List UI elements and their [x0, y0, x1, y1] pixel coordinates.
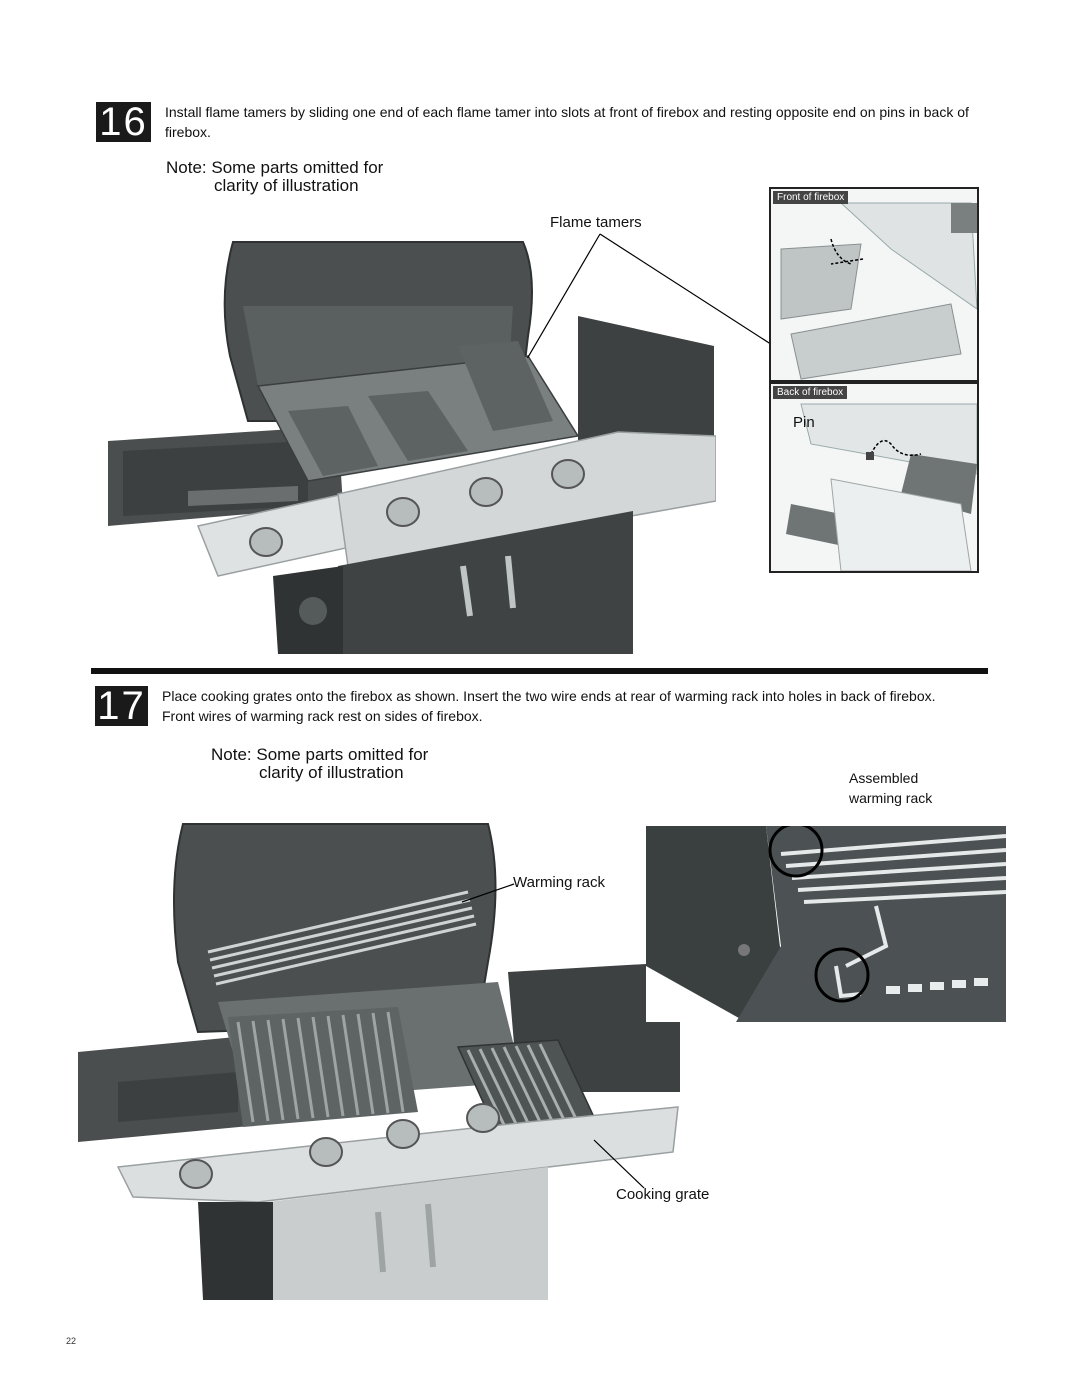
flame-tamers-leader-lines — [526, 233, 781, 358]
step-16-grill-illustration — [108, 236, 716, 654]
assembled-line2: warming rack — [849, 790, 933, 806]
assembled-line1: Assembled — [849, 770, 919, 786]
step-17-note-line1: Note: Some parts omitted for — [211, 745, 429, 764]
section-divider — [91, 668, 988, 674]
cooking-grate-leader — [593, 1139, 645, 1189]
cooking-grate-callout: Cooking grate — [616, 1186, 710, 1203]
step-17-note-line2: clarity of illustration — [259, 763, 404, 782]
step-17-instruction: Place cooking grates onto the firebox as… — [162, 688, 936, 724]
warming-rack-leader — [461, 883, 515, 903]
back-of-firebox-inset: Back of firebox Pin — [769, 382, 979, 573]
assembled-warming-rack-detail — [646, 826, 1006, 1022]
step-16-note-line1: Note: Some parts omitted for — [166, 158, 384, 177]
back-of-firebox-tag: Back of firebox — [773, 386, 848, 399]
warming-rack-callout: Warming rack — [513, 874, 605, 891]
assembled-warming-rack-label: Assembled warming rack — [849, 768, 932, 808]
front-of-firebox-inset: Front of firebox — [769, 187, 979, 382]
page-number: 22 — [66, 1336, 77, 1346]
step-16-instruction: Install flame tamers by sliding one end … — [165, 104, 969, 140]
step-17-grill-illustration — [78, 822, 680, 1300]
step-17-badge: 17 — [95, 686, 148, 726]
front-of-firebox-tag: Front of firebox — [773, 191, 849, 204]
step-16-note-line2: clarity of illustration — [214, 176, 359, 195]
step-16-badge: 16 — [96, 102, 151, 142]
pin-callout: Pin — [793, 414, 815, 431]
flame-tamers-callout: Flame tamers — [550, 214, 642, 231]
